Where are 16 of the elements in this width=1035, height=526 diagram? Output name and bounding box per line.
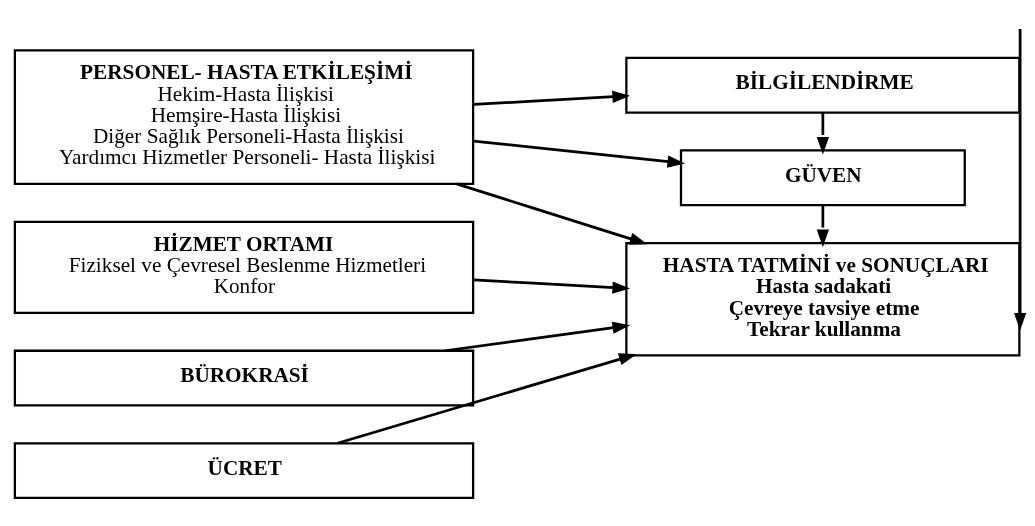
node-box: ÜCRET [13, 441, 475, 499]
arrow [1013, 28, 1027, 331]
node-box: HASTA TATMİNİ ve SONUÇLARI Hasta sadakati Çevreye tavsiye etme Tekrar kullanma [625, 241, 1021, 356]
arrow [816, 112, 830, 155]
node-box: BÜROKRASİ [13, 349, 475, 406]
arrow [337, 352, 637, 445]
arrow [473, 139, 686, 168]
node-box: GÜVEN [679, 148, 966, 206]
node-box: PERSONEL- HASTA ETKİLEŞİMİ Hekim-Hasta İlişkisi Hemşire-Hasta İlişkisi Diğer Sağlık Personeli-Hasta İlişkisi Yardımcı Hizmetler Personeli- Hasta İlişkisi [13, 48, 475, 185]
arrow [816, 204, 830, 247]
node-box: HİZMET ORTAMI Fiziksel ve Çevresel Beslenme Hizmetleri Konfor [13, 220, 475, 314]
node-box: BİLGİLENDİRME [625, 56, 1021, 114]
arrow [473, 278, 631, 294]
arrow [456, 182, 648, 245]
arrow [444, 321, 631, 352]
arrow [473, 90, 631, 106]
